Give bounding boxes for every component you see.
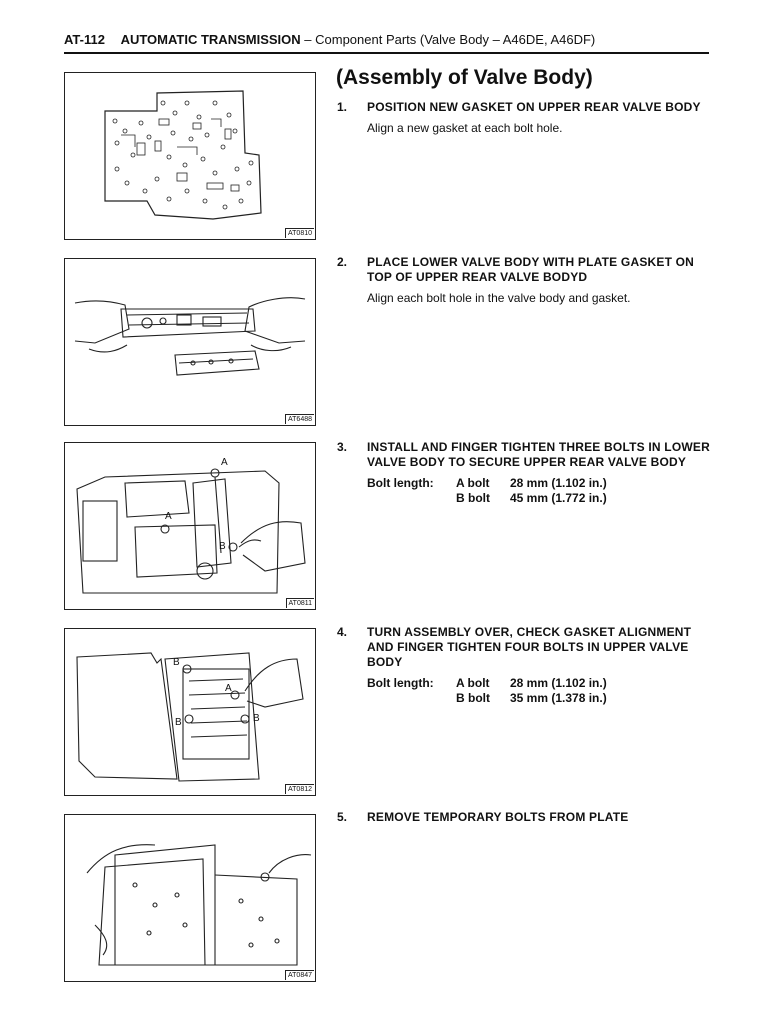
step-number: 4. [337, 625, 348, 639]
step-1: 1. POSITION NEW GASKET ON UPPER REAR VAL… [337, 100, 717, 136]
four-bolts-illustration: B A B B [76, 652, 304, 782]
header-rule [64, 52, 709, 54]
spec-length: 35 mm (1.378 in.) [510, 691, 607, 705]
spec-bolt: B bolt [456, 491, 490, 505]
step-heading: INSTALL AND FINGER TIGHTEN THREE BOLTS I… [367, 440, 710, 469]
spec-row: Bolt length: A bolt 28 mm (1.102 in.) [367, 676, 717, 691]
step-number: 2. [337, 255, 348, 269]
step-4: 4. TURN ASSEMBLY OVER, CHECK GASKET ALIG… [337, 625, 717, 706]
step-heading: PLACE LOWER VALVE BODY WITH PLATE GASKET… [367, 255, 695, 284]
spec-row: Bolt length: A bolt 28 mm (1.102 in.) [367, 476, 717, 491]
step-3: 3. INSTALL AND FINGER TIGHTEN THREE BOLT… [337, 440, 717, 506]
figure-four-bolts: B A B B AT0812 [64, 628, 316, 796]
figure-place-lower-body: AT6488 [64, 258, 316, 426]
bolt-length-spec: Bolt length: A bolt 28 mm (1.102 in.) B … [367, 676, 717, 706]
callout-b-3: B [253, 713, 260, 724]
callout-a: A [225, 683, 232, 694]
step-number: 3. [337, 440, 348, 454]
callout-b: B [219, 541, 226, 552]
figure-remove-bolts: AT0847 [64, 814, 316, 982]
spec-row: B bolt 45 mm (1.772 in.) [367, 491, 717, 506]
section-subtitle: – Component Parts (Valve Body – A46DE, A… [304, 32, 596, 47]
figure-gasket: AT0810 [64, 72, 316, 240]
callout-a-top: A [221, 457, 228, 468]
spec-length: 45 mm (1.772 in.) [510, 491, 607, 505]
step-number: 1. [337, 100, 348, 114]
three-bolts-illustration: A A B [76, 457, 306, 594]
step-2: 2. PLACE LOWER VALVE BODY WITH PLATE GAS… [337, 255, 717, 306]
section-title: AUTOMATIC TRANSMISSION [120, 32, 301, 47]
step-number: 5. [337, 810, 348, 824]
spec-label: Bolt length: [367, 676, 434, 690]
figure-code: AT0810 [285, 228, 314, 238]
callout-b-2: B [175, 717, 182, 728]
figure-three-bolts: A A B AT0811 [64, 442, 316, 610]
step-heading: TURN ASSEMBLY OVER, CHECK GASKET ALIGNME… [367, 625, 692, 669]
remove-bolts-illustration [86, 844, 312, 966]
figure-code: AT6488 [285, 414, 314, 424]
spec-length: 28 mm (1.102 in.) [510, 476, 607, 490]
step-note: Align each bolt hole in the valve body a… [367, 291, 631, 305]
spec-label: Bolt length: [367, 476, 434, 490]
spec-bolt: A bolt [456, 476, 490, 490]
callout-b-1: B [173, 657, 180, 668]
figure-code: AT0812 [285, 784, 314, 794]
gasket-illustration [104, 90, 262, 220]
page-header: AT-112 AUTOMATIC TRANSMISSION – Componen… [64, 30, 709, 54]
place-body-illustration [74, 297, 306, 376]
page-title: (Assembly of Valve Body) [336, 66, 593, 89]
spec-bolt: A bolt [456, 676, 490, 690]
page-number: AT-112 [64, 32, 105, 47]
spec-length: 28 mm (1.102 in.) [510, 676, 607, 690]
figure-code: AT0811 [285, 598, 314, 608]
bolt-length-spec: Bolt length: A bolt 28 mm (1.102 in.) B … [367, 476, 717, 506]
spec-row: B bolt 35 mm (1.378 in.) [367, 691, 717, 706]
step-heading: POSITION NEW GASKET ON UPPER REAR VALVE … [367, 100, 701, 114]
step-note: Align a new gasket at each bolt hole. [367, 121, 563, 135]
spec-bolt: B bolt [456, 691, 490, 705]
figure-code: AT0847 [285, 970, 314, 980]
callout-a-mid: A [165, 511, 172, 522]
step-heading: REMOVE TEMPORARY BOLTS FROM PLATE [367, 810, 629, 824]
step-5: 5. REMOVE TEMPORARY BOLTS FROM PLATE [337, 810, 717, 825]
